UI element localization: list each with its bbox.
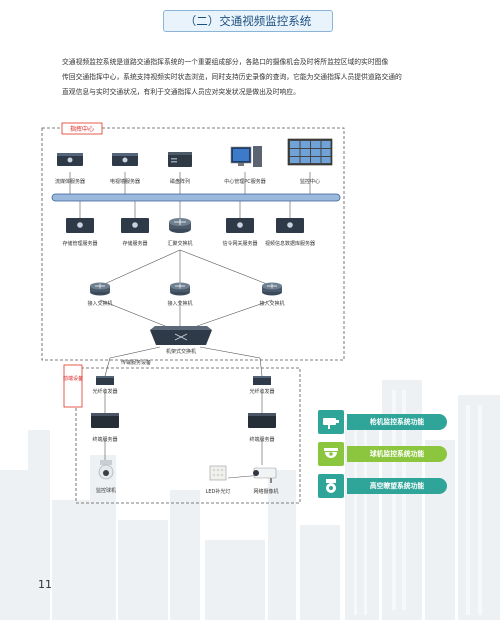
video-info-server-icon bbox=[276, 218, 304, 233]
storage-mgmt-server-label: 存储管理服务器 bbox=[62, 240, 97, 247]
signaling-gateway-icon bbox=[226, 218, 254, 233]
control-center-label: 指挥中心 bbox=[70, 125, 94, 133]
ptz-camera-icon bbox=[318, 474, 344, 498]
dome-camera-icon bbox=[98, 460, 114, 480]
intro-line-1: 交通视频监控系统是道路交通指挥系统的一个重要组成部分，各路口的摄像机会及时将所监… bbox=[62, 58, 389, 66]
access-switch-1-icon bbox=[90, 282, 110, 296]
disk-array-label: 磁盘阵列 bbox=[170, 178, 190, 185]
led-light-icon bbox=[209, 465, 227, 481]
terminal-server-left-label: 终端服务器 bbox=[92, 436, 117, 443]
monitor-center-label: 监控中心 bbox=[300, 178, 320, 185]
dome-camera-func-icon bbox=[318, 442, 344, 466]
aggregation-switch-label: 汇聚交换机 bbox=[167, 240, 192, 247]
led-light-label: LED补光灯 bbox=[206, 488, 231, 495]
intro-paragraph: 交通视频监控系统是道路交通指挥系统的一个重要组成部分，各路口的摄像机会及时将所监… bbox=[62, 55, 454, 100]
access-switch-3-label: 接入交换机 bbox=[259, 300, 284, 307]
monitor-wall-icon bbox=[287, 138, 333, 166]
aggregation-switch-icon bbox=[169, 218, 191, 233]
intro-line-2: 传回交通指挥中心，系统支持视频实时状态浏览，同时支持历史录像的查询，它能为交通指… bbox=[62, 73, 402, 81]
function-item-dome: 球机监控系统功能 bbox=[318, 442, 448, 466]
terminal-server-left-icon bbox=[91, 413, 119, 428]
fiber-transceiver-right-icon bbox=[253, 376, 271, 385]
fiber-transceiver-right-label: 光纤收发器 bbox=[249, 388, 274, 395]
dome-camera-label: 监控球机 bbox=[96, 487, 116, 494]
front-end-zone bbox=[75, 367, 301, 504]
page-title: （二）交通视频监控系统 bbox=[163, 10, 333, 32]
terminal-server-right-icon bbox=[248, 413, 276, 428]
function-label-ptz: 高空瞭望系统功能 bbox=[347, 478, 447, 494]
network-camera-icon bbox=[253, 467, 277, 483]
storage-server-icon bbox=[121, 218, 149, 233]
bullet-camera-icon bbox=[318, 410, 344, 434]
function-item-bullet: 枪机监控系统功能 bbox=[318, 410, 448, 434]
tv-wall-server-label: 电视墙服务器 bbox=[110, 178, 140, 185]
function-item-ptz: 高空瞭望系统功能 bbox=[318, 474, 448, 498]
access-switch-1-label: 接入交换机 bbox=[87, 300, 112, 307]
function-legend: 枪机监控系统功能 球机监控系统功能 高空瞭望系统功能 bbox=[318, 410, 448, 506]
access-switch-3-icon bbox=[262, 282, 282, 296]
network-camera-label: 网络摄像机 bbox=[253, 488, 278, 495]
function-label-bullet: 枪机监控系统功能 bbox=[347, 414, 447, 430]
access-switch-2-icon bbox=[170, 282, 190, 296]
access-switch-2-label: 接入交换机 bbox=[167, 300, 192, 307]
intro-line-3: 直观信息与实时交通状况，有利于交通指挥人员应对突发状况是做出及时响应。 bbox=[62, 88, 300, 96]
fiber-transceiver-left-icon bbox=[96, 376, 114, 385]
backbone-bus bbox=[51, 193, 341, 202]
front-end-label: 前端设备 bbox=[63, 375, 83, 382]
disk-array-icon bbox=[168, 152, 192, 167]
storage-mgmt-server-icon bbox=[66, 218, 94, 233]
video-info-server-label: 视频信息数据库服务器 bbox=[265, 240, 315, 247]
terminal-server-right-label: 终端服务器 bbox=[249, 436, 274, 443]
signaling-gateway-label: 信令网关服务器 bbox=[222, 240, 257, 247]
core-switch-icon bbox=[150, 326, 212, 345]
page-number: 11 bbox=[38, 578, 52, 591]
media-server-icon bbox=[57, 153, 83, 166]
central-pc-icon bbox=[230, 146, 262, 167]
function-label-dome: 球机监控系统功能 bbox=[347, 446, 447, 462]
control-center-zone bbox=[41, 127, 345, 361]
transmission-device-label: 传输服务设备 bbox=[121, 359, 151, 366]
tv-wall-server-icon bbox=[112, 153, 138, 166]
core-switch-label: 机架式交换机 bbox=[166, 348, 196, 355]
media-server-label: 流媒体服务器 bbox=[55, 178, 85, 185]
storage-server-label: 存储服务器 bbox=[122, 240, 147, 247]
fiber-transceiver-left-label: 光纤收发器 bbox=[92, 388, 117, 395]
central-pc-label: 中心管理PC服务器 bbox=[224, 178, 266, 185]
